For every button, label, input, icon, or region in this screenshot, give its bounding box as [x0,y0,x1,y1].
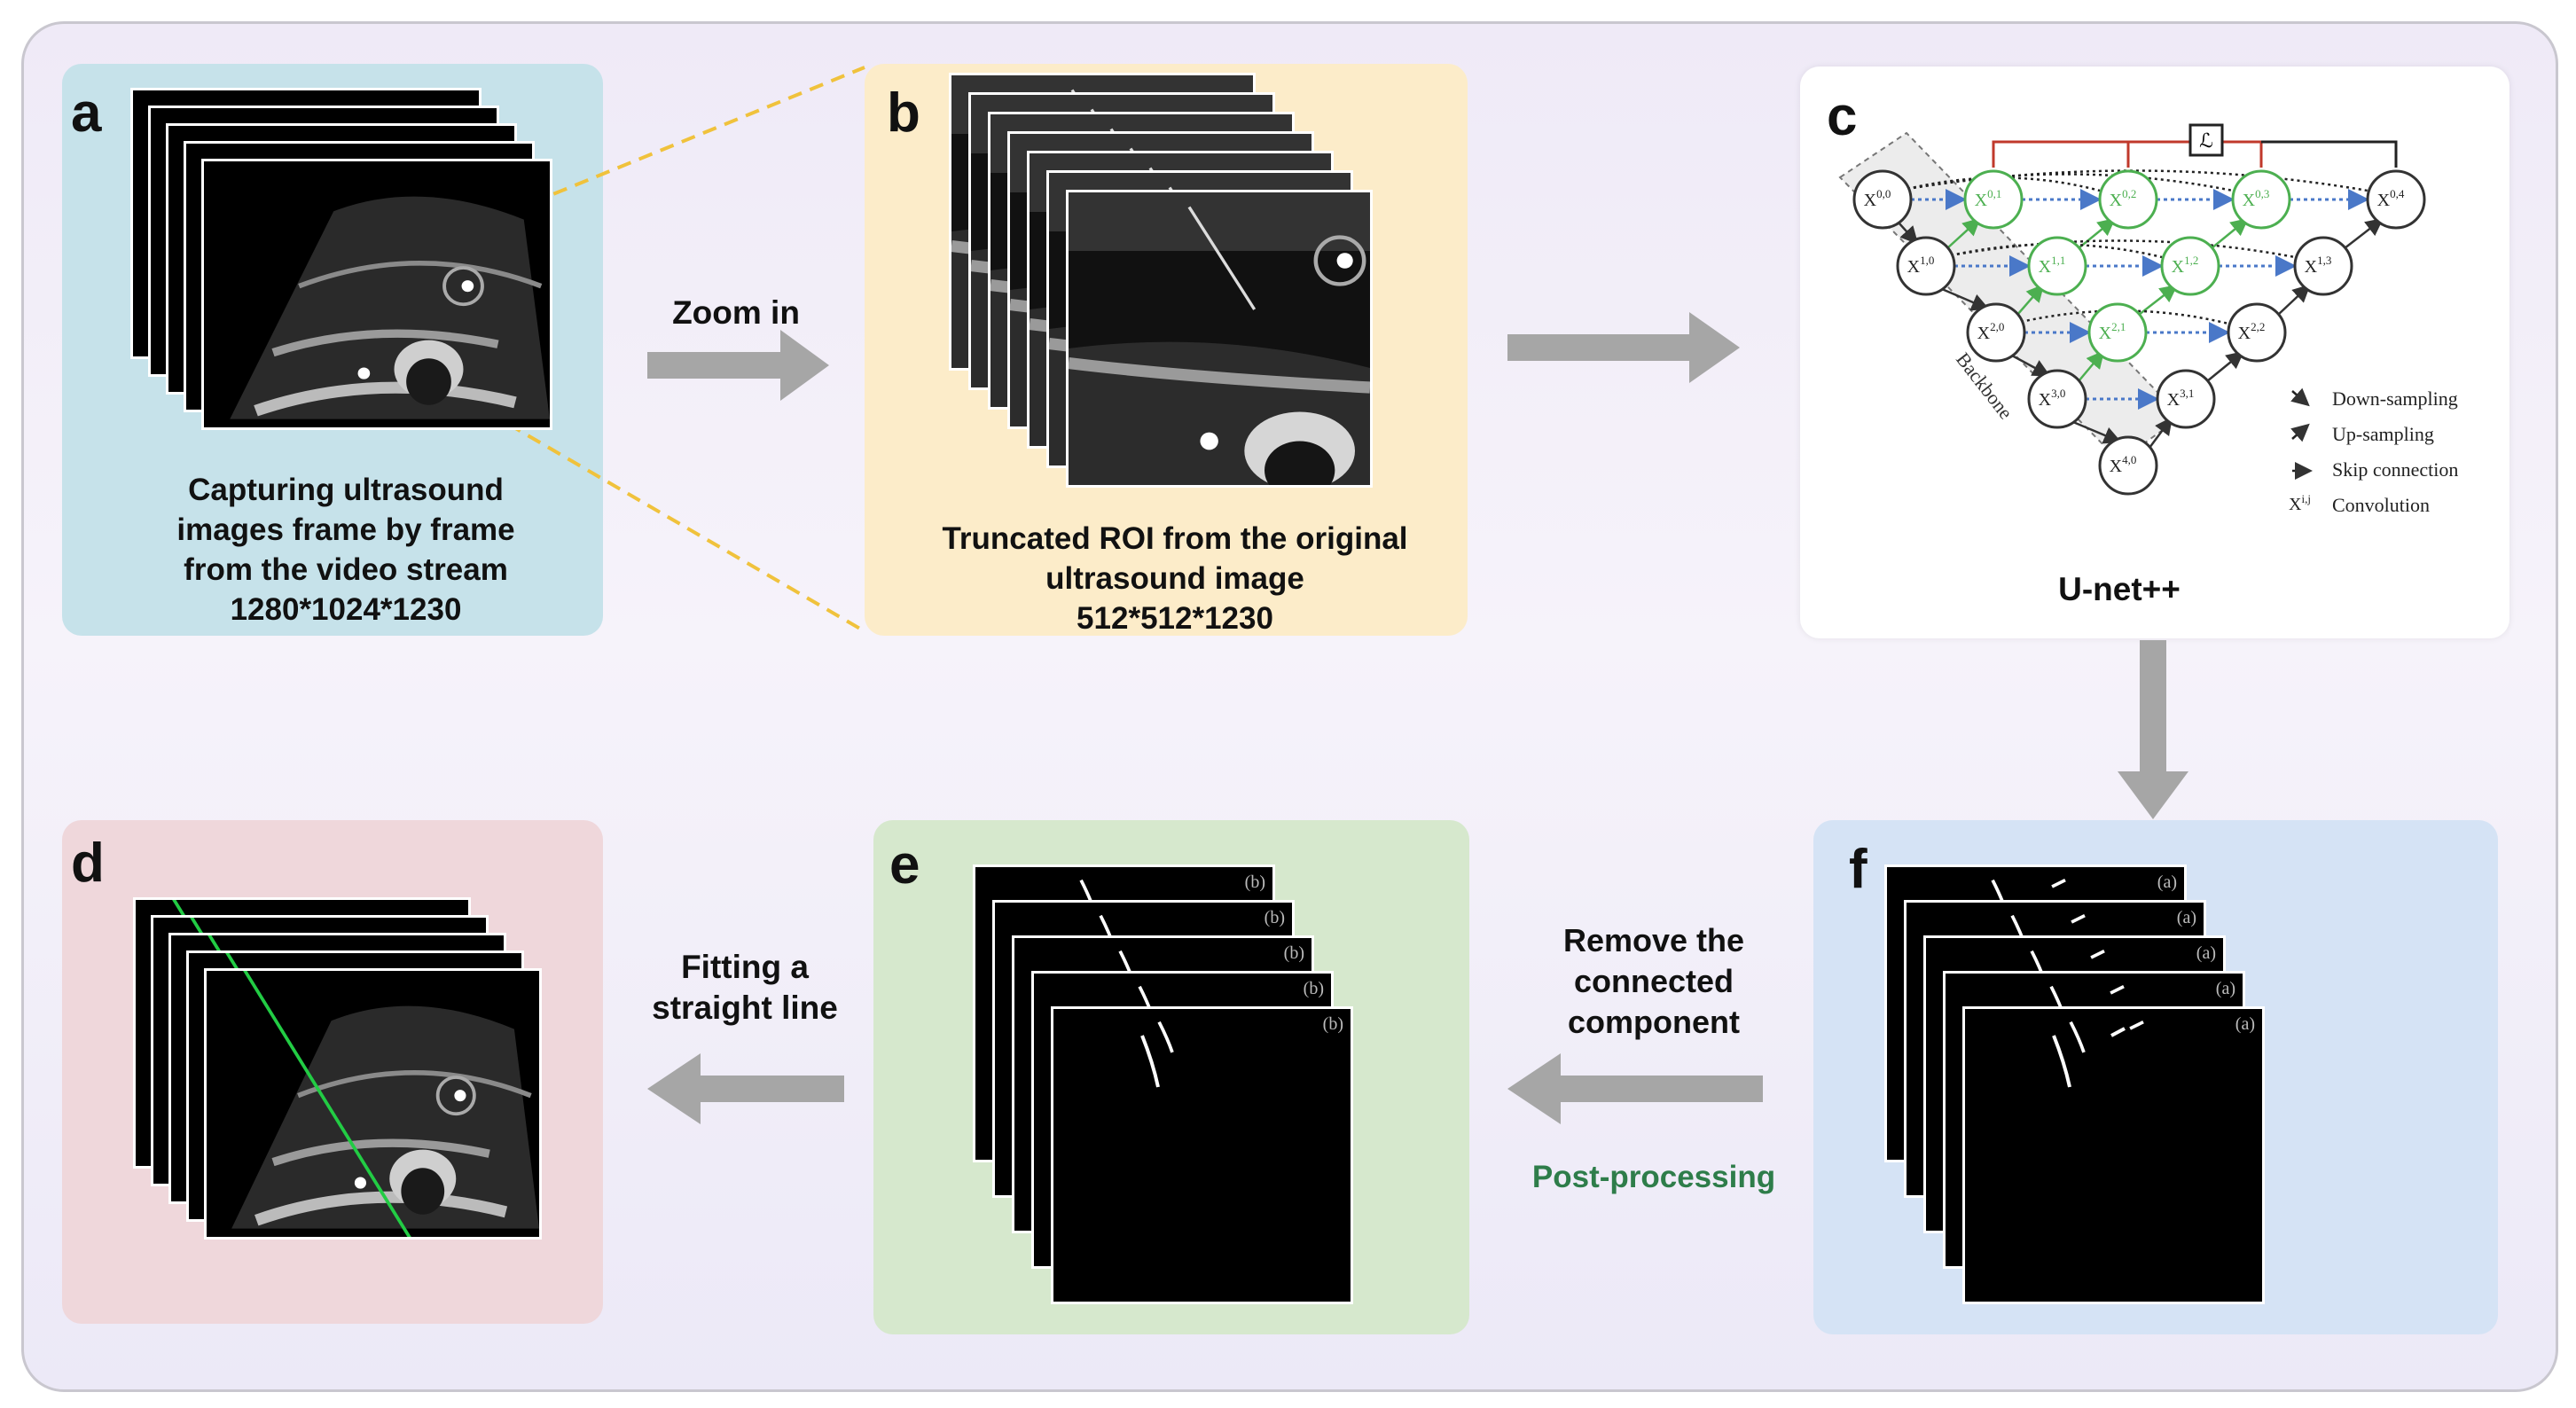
stack-frame [204,161,550,427]
up-edge [2078,217,2116,249]
mask-frame: (b) [1053,1009,1351,1302]
arrow-e-to-d-icon [647,1053,844,1124]
panel-c-letter: c [1827,86,1858,147]
unet-node: X1,0 [1896,236,1956,296]
unet-node: X0,2 [2098,169,2158,230]
up-edge [1946,217,1981,249]
down-edge [1941,287,1990,311]
fitting-label-line: straight line [652,990,838,1026]
stack-frame [1069,192,1370,485]
panel-b-letter: b [887,82,920,144]
frame-tag: (a) [2215,979,2235,998]
backbone-band [1838,131,2183,463]
remove-component-label: Remove the connected component [1507,920,1800,1043]
frame-tag: (a) [2176,908,2196,927]
unet-node: X0,3 [2231,169,2291,230]
frame-tag: (b) [1303,979,1324,998]
unet-node: X2,0 [1966,302,2026,363]
unet-node: X0,0 [1852,169,1913,230]
unet-node: X0,1 [1963,169,2024,230]
mask-frame: (a) [1965,1009,2262,1302]
panel-b-caption-line: 512*512*1230 [1077,601,1273,636]
svg-text:Up-sampling: Up-sampling [2332,423,2434,445]
arrow-c-to-f-icon [2118,640,2188,819]
unet-node: X3,0 [2027,369,2087,429]
panel-b-caption-line: Truncated ROI from the original [942,521,1408,556]
frame-tag: (b) [1283,943,1304,963]
up-edge [2016,284,2045,316]
unet-node: X4,0 [2098,435,2158,496]
frame-tag: (b) [1264,908,1285,927]
unet-node: X2,1 [2087,302,2148,363]
skip-arc [2020,309,2229,325]
unet-caption: U-net++ [2058,571,2181,607]
unet-node: X3,1 [2156,369,2216,429]
svg-text:Convolution: Convolution [2332,494,2430,516]
arrow-b-to-c-icon [1507,312,1740,383]
panel-a-letter: a [71,82,102,144]
deep-supervision [1992,140,2398,168]
down-edge [2072,420,2122,444]
frame-tag: (b) [1244,872,1265,892]
unet-node: X1,2 [2160,236,2220,296]
panel-a-caption-line: 1280*1024*1230 [230,592,462,627]
panel-b-caption: Truncated ROI from the original ultrasou… [887,519,1463,638]
panel-a-caption: Capturing ultrasound images frame by fra… [106,470,585,630]
up-edge [2138,284,2178,316]
loss-box [2188,123,2224,157]
up-edge [2148,416,2173,449]
up-edge [2078,350,2105,382]
frame-tag: (a) [2196,943,2216,963]
fitting-line-label: Fitting a straight line [621,947,869,1029]
fitting-label-line: Fitting a [681,949,809,985]
panel-a-caption-line: Capturing ultrasound [188,473,504,507]
panel-f-letter: f [1849,839,1867,900]
panel-a-caption-line: images frame by frame [176,512,515,547]
unet-plus-plus-diagram: BackboneℒX0,0X1,0X2,0X3,0X4,0X0,1X1,1X2,… [1838,123,2458,516]
svg-text:Skip connection: Skip connection [2332,458,2458,481]
svg-text:Down-sampling: Down-sampling [2332,387,2458,410]
frame-tag: (b) [1322,1014,1343,1034]
down-edge [1898,222,1919,245]
post-processing-label: Post-processing [1531,1160,1776,1194]
panel-a-caption-line: from the video stream [184,552,508,587]
down-edge [2011,354,2051,377]
panel-d-letter: d [71,833,105,894]
frame-tag: (a) [2235,1014,2255,1034]
unet-node: X1,1 [2027,236,2087,296]
up-edge [2344,217,2384,249]
svg-text:Xi,j: Xi,j [2289,492,2311,514]
panel-e-letter: e [889,834,920,896]
arrow-f-to-e-icon [1507,1053,1763,1124]
stack-frame [207,971,539,1237]
panel-b-caption-line: ultrasound image [1045,561,1304,596]
up-edge [2277,284,2311,316]
unet-node: X0,4 [2366,169,2426,230]
remove-label-line: component [1568,1004,1740,1040]
unet-node: X2,2 [2227,302,2287,363]
loss-symbol: ℒ [2199,129,2213,152]
zoom-arrow-icon [647,330,829,401]
up-edge [2206,350,2244,382]
remove-label-line: connected [1573,963,1734,999]
zoom-in-label: Zoom in [672,294,800,331]
remove-label-line: Remove the [1562,922,1745,958]
frame-tag: (a) [2157,872,2177,892]
up-edge [2211,217,2249,249]
skip-arc [1950,239,2296,259]
unet-node: X1,3 [2293,236,2353,296]
